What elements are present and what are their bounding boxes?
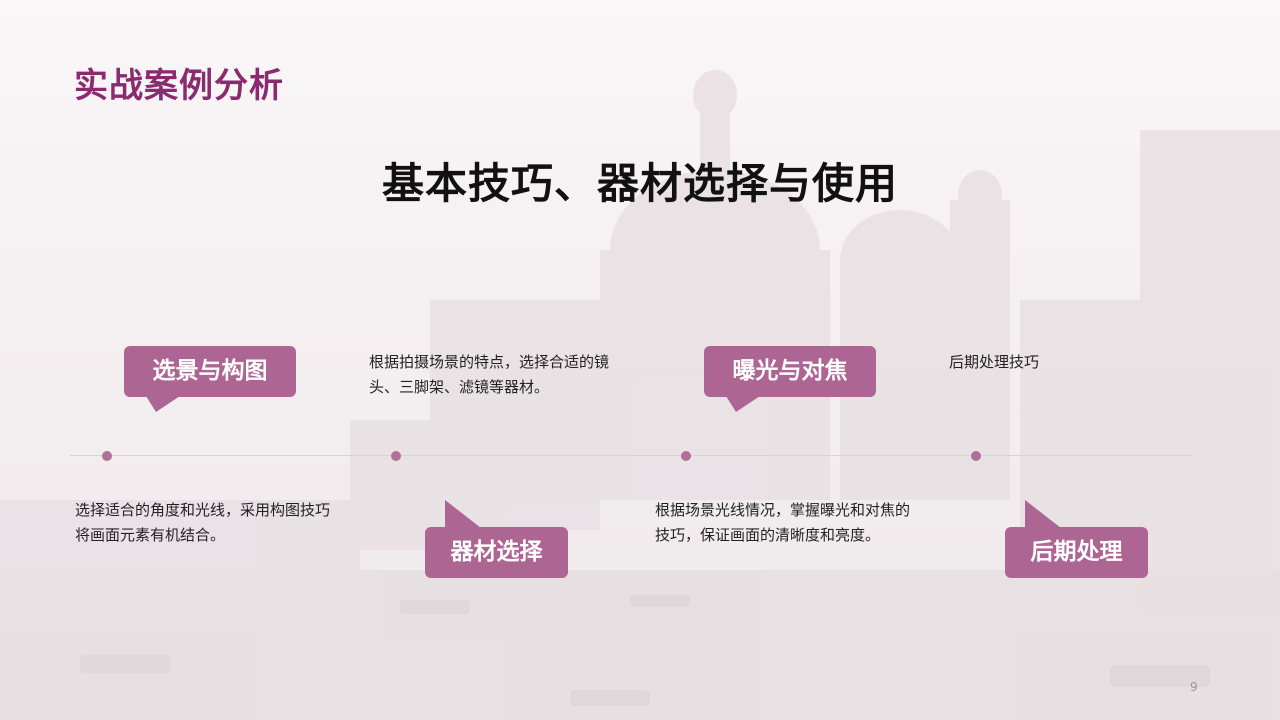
step-3-label: 曝光与对焦: [732, 358, 848, 384]
step-4-description: 后期处理技巧: [949, 353, 1040, 371]
step-1-label: 选景与构图: [152, 358, 268, 384]
page-number: 9: [1190, 680, 1198, 694]
bubble-tail: [1025, 500, 1061, 528]
step-2-label-bubble: 器材选择: [425, 500, 568, 578]
timeline-dot-1: [102, 451, 112, 461]
step-3-description: 根据场景光线情况，掌握曝光和对焦的技巧，保证画面的清晰度和亮度。: [655, 501, 911, 544]
step-2-description: 根据拍摄场景的特点，选择合适的镜头、三脚架、滤镜等器材。: [369, 353, 610, 396]
step-4-label: 后期处理: [1030, 539, 1123, 565]
section-title: 实战案例分析: [74, 66, 284, 106]
bubble-tail: [445, 500, 481, 528]
step-2-label: 器材选择: [450, 539, 543, 565]
step-3-label-bubble: 曝光与对焦: [704, 346, 876, 412]
timeline-dot-2: [391, 451, 401, 461]
bubble-tail: [726, 396, 760, 412]
bubble-tail: [146, 396, 180, 412]
step-1-description: 选择适合的角度和光线，采用构图技巧将画面元素有机结合。: [75, 501, 331, 544]
timeline-dot-3: [681, 451, 691, 461]
page-title: 基本技巧、器材选择与使用: [381, 159, 898, 208]
step-4-label-bubble: 后期处理: [1005, 500, 1148, 578]
timeline-dot-4: [971, 451, 981, 461]
timeline-line: [70, 455, 1192, 456]
step-1-label-bubble: 选景与构图: [124, 346, 296, 412]
